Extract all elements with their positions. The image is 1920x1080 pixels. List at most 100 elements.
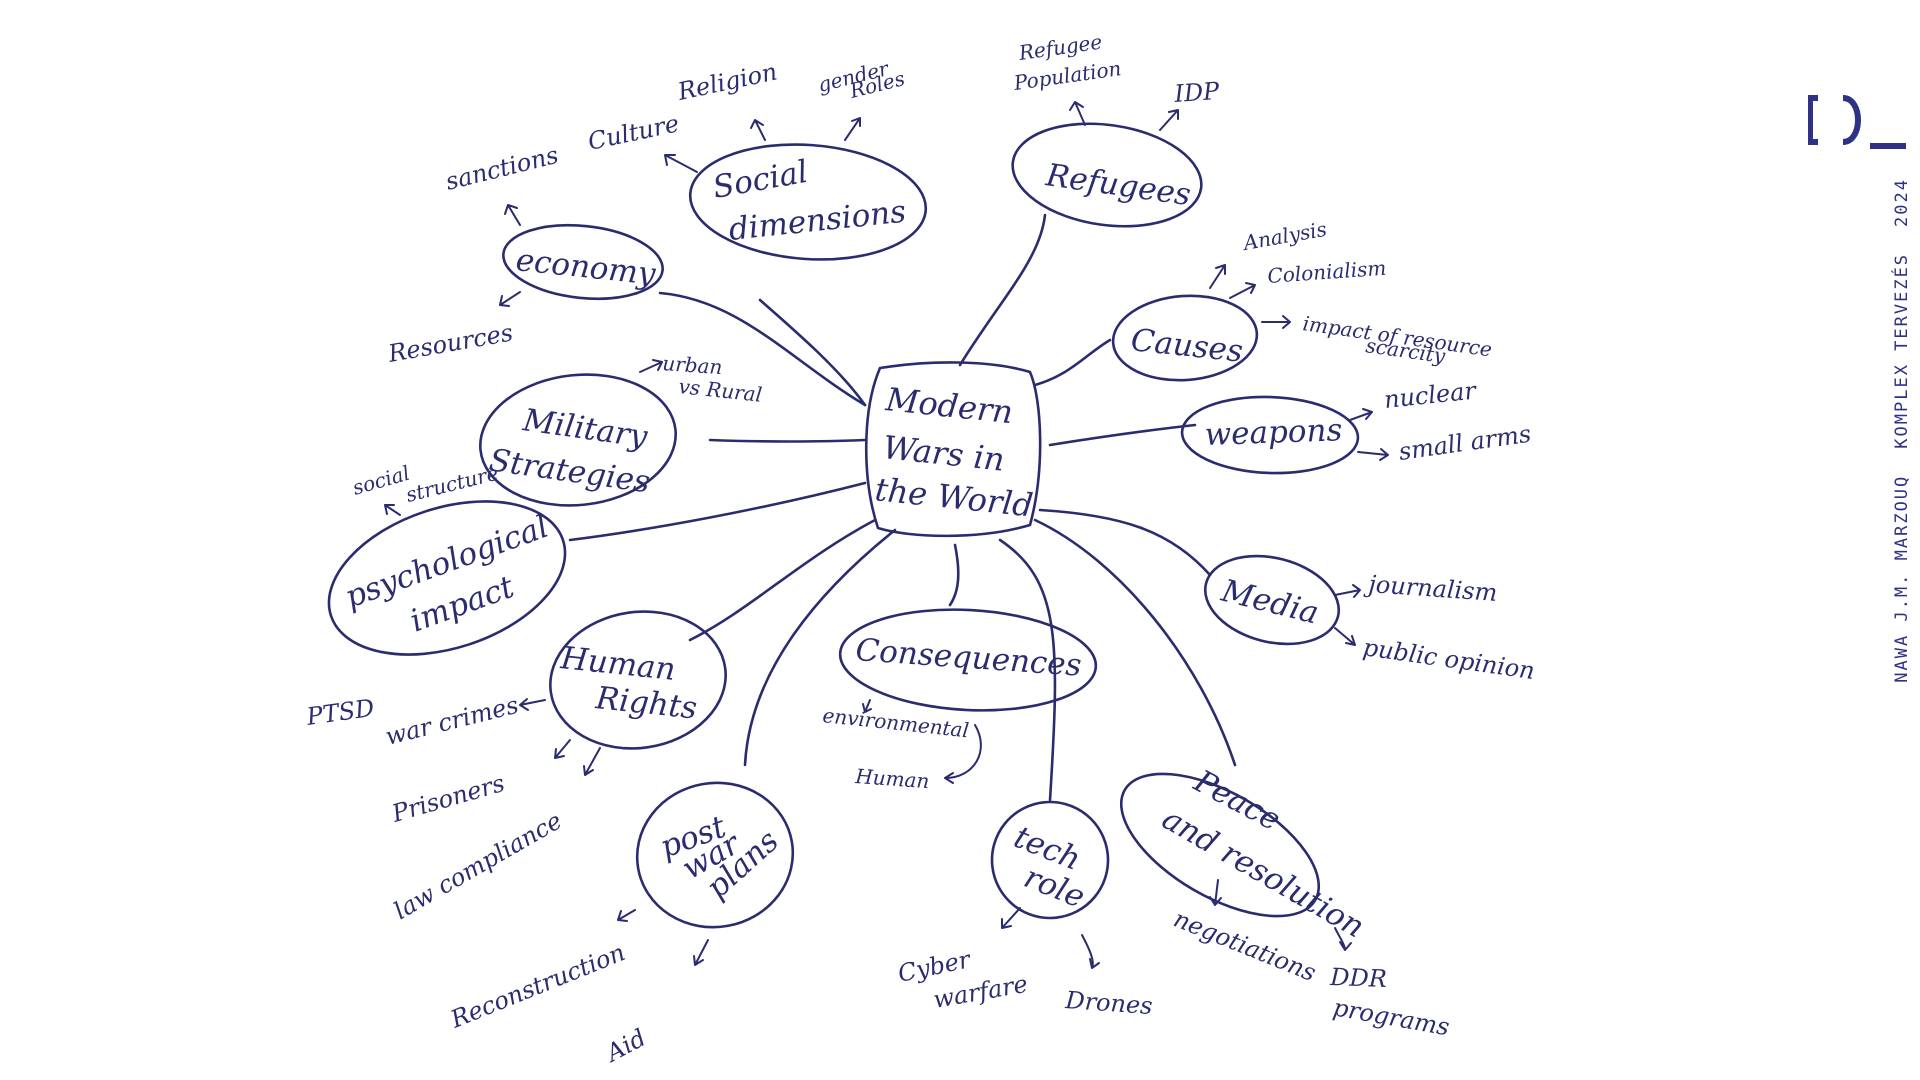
arrow-idp bbox=[1159, 109, 1179, 131]
node-weapons: weapons nuclear small arms bbox=[1180, 376, 1533, 475]
arrow-colonialism bbox=[1229, 282, 1256, 299]
human-rights-ellipse bbox=[549, 610, 727, 750]
arrow-sanctions bbox=[504, 204, 521, 226]
node-social-dimensions: Social dimensions Culture Religion gende… bbox=[585, 56, 928, 261]
leaf-programs: programs bbox=[1331, 993, 1452, 1041]
leaf-culture: Culture bbox=[585, 109, 681, 156]
connector-weapons bbox=[1048, 423, 1197, 447]
arrow-culture bbox=[664, 154, 698, 173]
arrow-gender bbox=[844, 117, 861, 141]
arrow-war-crimes bbox=[519, 698, 546, 711]
arrow-negotiations bbox=[1209, 879, 1222, 906]
arrow-cyber bbox=[1001, 907, 1021, 929]
arrow-journalism bbox=[1334, 584, 1361, 598]
arrow-religion bbox=[750, 119, 766, 141]
refugees-label: Refugees bbox=[1043, 157, 1193, 213]
arrow-environmental bbox=[862, 699, 872, 713]
connector-military bbox=[708, 438, 867, 443]
psych-ellipse bbox=[327, 500, 567, 656]
node-media: Media journalism public opinion bbox=[1203, 554, 1537, 685]
leaf-colonialism: Colonialism bbox=[1267, 256, 1387, 288]
connector-lines bbox=[568, 213, 1237, 802]
center-node: Modern Wars in the World bbox=[864, 361, 1042, 538]
arrow-resource-impact bbox=[1261, 315, 1291, 329]
brand-course: KOMPLEX TERVEZÉS bbox=[1892, 252, 1912, 449]
center-line-3: the World bbox=[873, 470, 1035, 524]
human-rights-label-2: Rights bbox=[593, 680, 699, 727]
arrow-resources bbox=[499, 291, 521, 307]
post-war-ellipse bbox=[635, 781, 795, 929]
leaf-war-crimes: war crimes bbox=[383, 691, 522, 751]
connector-causes bbox=[1033, 338, 1112, 387]
tech-label-2: role bbox=[1019, 859, 1090, 916]
weapons-ellipse bbox=[1180, 395, 1360, 475]
social-ellipse bbox=[688, 143, 928, 261]
node-post-war: post war plans Reconstruction Aid bbox=[446, 781, 795, 1069]
arrow-urban bbox=[639, 359, 663, 373]
connector-psych bbox=[568, 481, 867, 542]
arrow-refugee-pop bbox=[1069, 101, 1086, 126]
media-label: Media bbox=[1217, 573, 1322, 632]
causes-ellipse bbox=[1111, 294, 1259, 382]
node-human-rights: Human Rights war crimes Prisoners law co… bbox=[383, 610, 727, 925]
leaf-journalism: journalism bbox=[1363, 570, 1499, 607]
connector-refugees bbox=[958, 213, 1047, 367]
weapons-label: weapons bbox=[1204, 412, 1343, 453]
consequences-ellipse bbox=[838, 608, 1098, 712]
brand-caption: NAWA J.M. MARZOUQ KOMPLEX TERVEZÉS 2024 bbox=[1892, 178, 1912, 698]
economy-label: economy bbox=[514, 242, 657, 292]
node-military: Military Strategies urban vs Rural bbox=[479, 351, 763, 507]
leaf-social: social bbox=[350, 461, 413, 500]
node-economy: economy sanctions Resources bbox=[385, 141, 664, 368]
connector-economy bbox=[658, 291, 867, 407]
leaf-rural: vs Rural bbox=[677, 374, 763, 407]
arrow-human bbox=[944, 724, 982, 784]
connector-consequences bbox=[948, 543, 960, 607]
leaf-ddr: DDR bbox=[1329, 963, 1388, 993]
leaf-law-compliance: law compliance bbox=[389, 806, 567, 925]
tech-ellipse bbox=[990, 800, 1110, 920]
leaf-small-arms: small arms bbox=[1397, 420, 1533, 466]
connector-post-war bbox=[743, 528, 897, 767]
refugees-ellipse bbox=[1011, 122, 1203, 228]
center-box bbox=[864, 361, 1042, 538]
leaf-ptsd: PTSD bbox=[304, 694, 376, 731]
peace-ellipse bbox=[1119, 772, 1321, 918]
brand-logo-icon bbox=[1808, 95, 1906, 149]
arrow-aid bbox=[693, 939, 709, 966]
connector-human-rights bbox=[688, 518, 877, 642]
connector-social bbox=[758, 298, 867, 407]
leaf-urban: urban bbox=[662, 351, 724, 379]
arrow-analysis bbox=[1209, 264, 1226, 289]
arrow-law bbox=[583, 747, 601, 776]
leaf-reconstruction: Reconstruction bbox=[446, 938, 629, 1034]
arrow-small-arms bbox=[1357, 448, 1389, 461]
causes-label: Causes bbox=[1129, 322, 1244, 370]
arrow-prisoners bbox=[554, 739, 571, 759]
media-ellipse bbox=[1203, 554, 1341, 646]
brand-author: NAWA J.M. MARZOUQ bbox=[1892, 474, 1912, 683]
leaf-religion: Religion bbox=[674, 58, 779, 107]
consequences-label: Consequences bbox=[854, 632, 1082, 684]
brand-year: 2024 bbox=[1892, 178, 1912, 227]
leaf-resources: Resources bbox=[385, 318, 515, 368]
arrow-public-opinion bbox=[1334, 627, 1356, 646]
economy-ellipse bbox=[502, 223, 664, 301]
leaf-prisoners: Prisoners bbox=[388, 769, 508, 828]
arrow-drones bbox=[1081, 934, 1100, 969]
center-line-2: Wars in bbox=[881, 428, 1006, 479]
connector-media bbox=[1038, 508, 1212, 577]
arrow-nuclear bbox=[1349, 408, 1373, 421]
arrow-ddr bbox=[1334, 927, 1352, 951]
arrow-social-structure bbox=[384, 504, 401, 516]
human-rights-label-1: Human bbox=[558, 640, 677, 688]
military-label-1: Military bbox=[520, 402, 650, 455]
leaf-analysis: Analysis bbox=[1240, 217, 1329, 256]
leaf-negotiations: negotiations bbox=[1170, 905, 1320, 987]
leaf-aid: Aid bbox=[600, 1024, 651, 1069]
node-psychological: psychological impact social structure PT… bbox=[304, 461, 567, 731]
leaf-nuclear: nuclear bbox=[1383, 376, 1479, 414]
connector-peace bbox=[1033, 518, 1237, 767]
